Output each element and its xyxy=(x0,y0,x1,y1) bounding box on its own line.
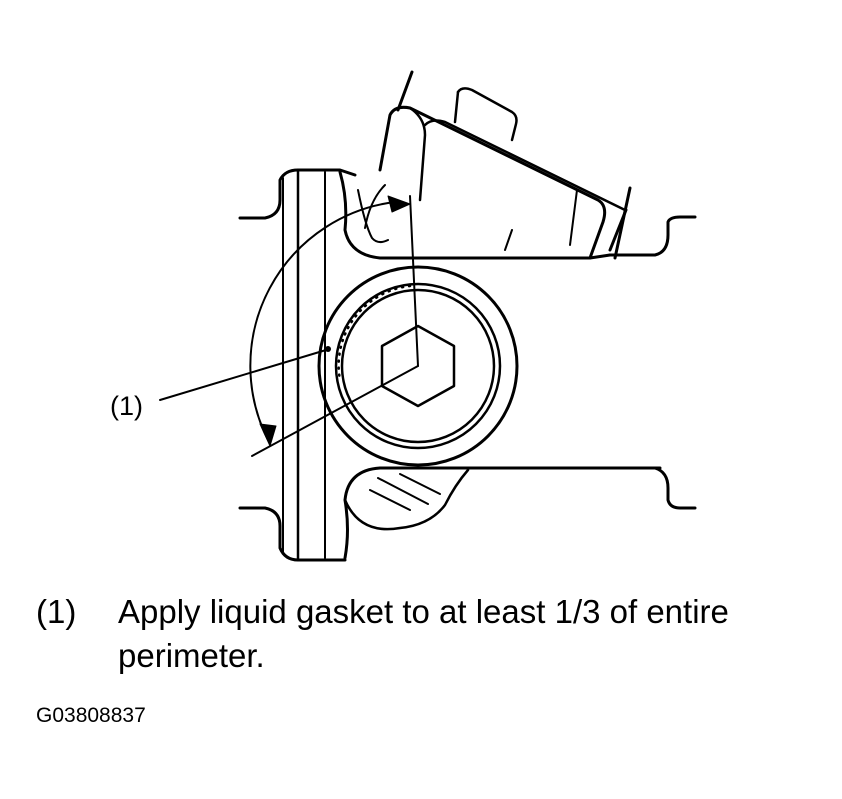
callout-dot xyxy=(325,346,331,352)
bolt-washer xyxy=(317,265,519,467)
angled-bracket xyxy=(364,70,632,260)
figure-id: G03808837 xyxy=(36,704,146,727)
caption-text: Apply liquid gasket to at least 1/3 of e… xyxy=(118,593,729,674)
callout-leader xyxy=(159,349,327,401)
right-profile-lower xyxy=(468,466,697,510)
hex-bolt-head xyxy=(380,324,456,408)
gasket-bead-dots xyxy=(337,284,412,382)
gasket-application-diagram xyxy=(159,70,697,562)
lower-pocket xyxy=(343,466,662,560)
application-range-arc xyxy=(249,201,396,441)
left-flange xyxy=(238,168,357,562)
arrowhead-bottom xyxy=(259,423,277,447)
angle-indicator-lines xyxy=(251,195,419,457)
arrowhead-top xyxy=(387,195,411,213)
callout-label: (1) xyxy=(110,391,143,421)
caption-number: (1) xyxy=(36,593,77,630)
